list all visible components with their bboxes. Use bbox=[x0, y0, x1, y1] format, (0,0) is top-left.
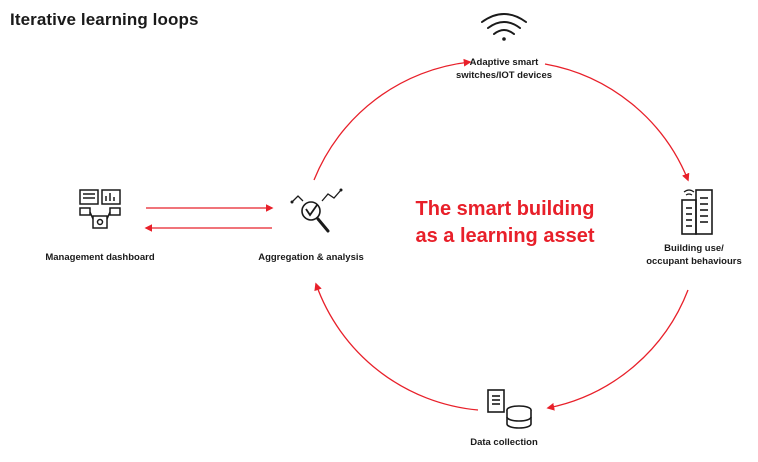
center-statement: The smart building as a learning asset bbox=[395, 196, 615, 250]
center-line-1: The smart building bbox=[415, 198, 595, 220]
page-title: Iterative learning loops bbox=[10, 10, 199, 29]
label-adaptive-line-2: switches/IOT devices bbox=[455, 70, 553, 81]
wifi-icon bbox=[481, 13, 527, 41]
arc-top-to-building bbox=[544, 63, 690, 182]
center-line-2: as a learning asset bbox=[415, 225, 595, 247]
arc-building-to-data bbox=[546, 289, 689, 411]
label-aggregation: Aggregation & analysis bbox=[258, 252, 364, 263]
label-adaptive-line-1: Adaptive smart bbox=[469, 57, 539, 68]
label-adaptive-devices: Adaptive smart switches/IOT devices bbox=[434, 56, 574, 82]
label-building-line-2: occupant behaviours bbox=[646, 256, 742, 267]
arc-data-to-aggregation bbox=[314, 282, 479, 411]
dashboard-icon bbox=[79, 189, 121, 229]
label-data-collection: Data collection bbox=[470, 437, 538, 448]
arc-aggregation-to-top bbox=[313, 58, 472, 181]
building-icon bbox=[681, 189, 713, 235]
label-management-dashboard: Management dashboard bbox=[45, 252, 155, 263]
label-building-use: Building use/ occupant behaviours bbox=[634, 242, 754, 268]
analysis-icon bbox=[290, 188, 343, 233]
label-building-line-1: Building use/ bbox=[664, 243, 724, 254]
database-icon bbox=[487, 389, 532, 429]
